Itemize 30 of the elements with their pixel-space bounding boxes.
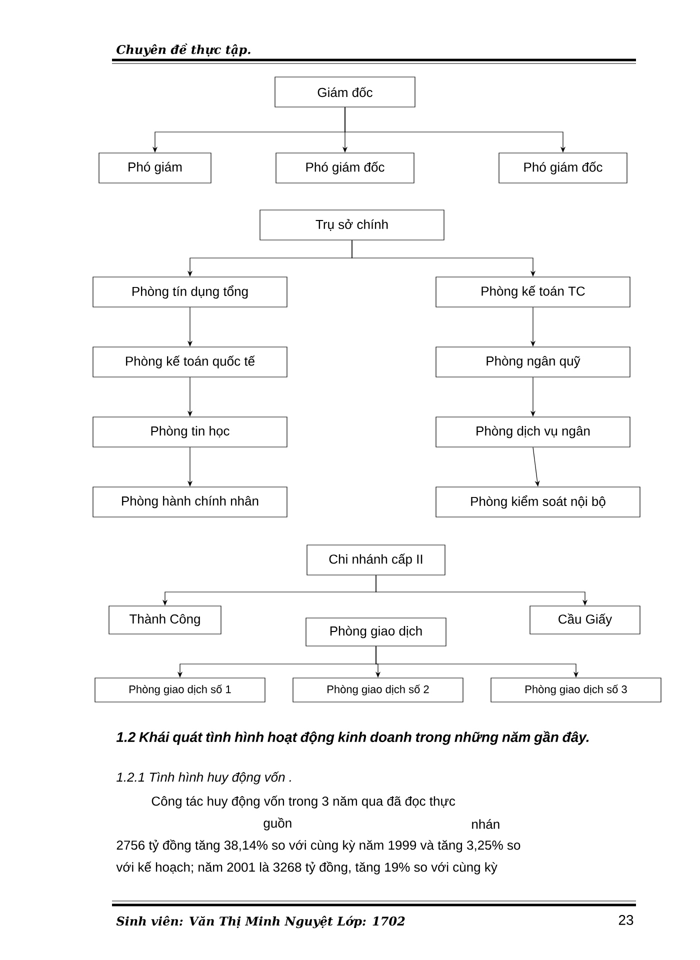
body-text: nhán [472, 819, 500, 829]
org-box: Cầu Giấy [530, 606, 640, 634]
org-box: Phòng tin học [92, 416, 288, 448]
org-box: Phòng dịch vụ ngân [436, 416, 630, 448]
org-box: Phòng giao dịch [306, 618, 446, 646]
body-text: với kế hoạch; năm 2001 là 3268 tỷ đồng, tăng 19% so với cùng kỳ [116, 862, 498, 874]
org-box: Phòng giao dịch số 3 [490, 678, 662, 702]
org-box: Phó giám đốc [498, 152, 628, 184]
subsection-heading: 1.2.1 Tình hình huy động vốn . [116, 772, 291, 784]
org-box: Phó giám đốc [276, 152, 414, 184]
org-box: Phó giám [98, 152, 212, 184]
page-header: Chuyên đề thực tập. [116, 43, 250, 57]
org-box: Phòng kế toán quốc tế [92, 346, 288, 378]
org-box: Phòng kế toán TC [436, 276, 630, 308]
org-box: Phòng tín dụng tổng [92, 276, 288, 308]
org-box: Phòng giao dịch số 2 [292, 678, 464, 702]
page-footer: Sinh viên: Văn Thị Minh Nguyệt Lớp: 1702 [116, 916, 405, 928]
body-text: 2756 tỷ đồng tăng 38,14% so với cùng kỳ năm 1999 và tăng 3,25% so [116, 840, 520, 852]
org-box: Phòng hành chính nhân [92, 486, 288, 518]
org-box: Giám đốc [274, 76, 416, 108]
org-box: Trụ sở chính [260, 210, 444, 240]
page-number: 23 [618, 915, 634, 925]
body-text: Công tác huy động vốn trong 3 năm qua đã đọc thực [152, 796, 456, 808]
org-box: Chi nhánh cấp II [306, 544, 446, 576]
section-heading: 1.2 Khái quát tình hình hoạt động kinh doanh trong những năm gần đây. [116, 731, 589, 745]
org-box: Phòng ngân quỹ [436, 346, 630, 378]
org-box: Phòng kiểm soát nội bộ [436, 486, 640, 518]
org-box: Thành Công [108, 606, 222, 634]
body-text: guồn [264, 818, 292, 830]
org-box: Phòng giao dịch số 1 [94, 678, 266, 702]
